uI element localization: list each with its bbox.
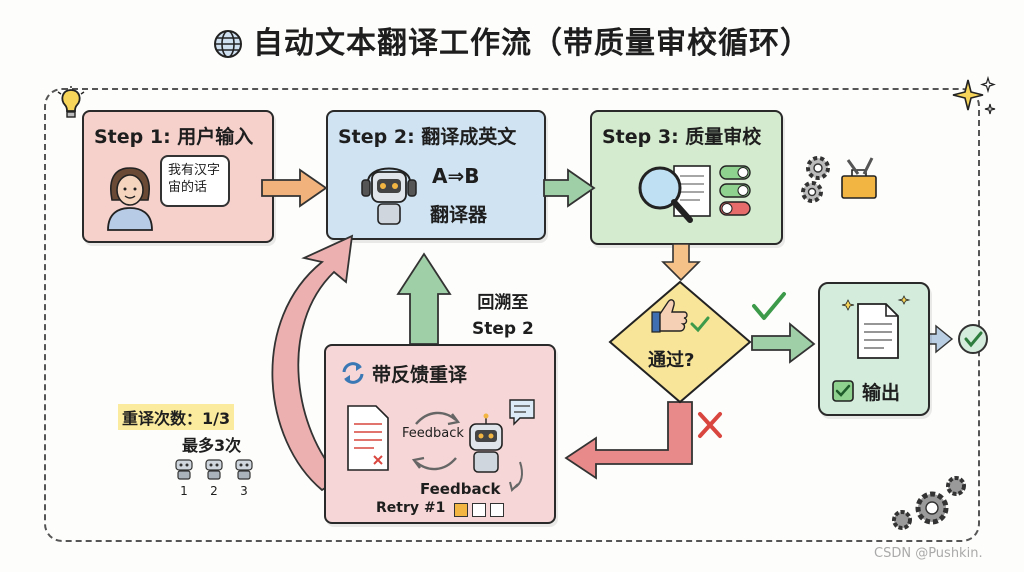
speech-line-1: 我有汉字 bbox=[168, 163, 221, 178]
step1-title: Step 1: 用户输入 bbox=[94, 126, 254, 148]
globe-icon bbox=[213, 29, 243, 67]
retry-bot-number: 2 bbox=[210, 484, 218, 498]
retry-attempt-label: Retry #1 bbox=[376, 500, 446, 516]
retry-with-feedback-card: 带反馈重译 Feedback Feedback Retry #1 bbox=[324, 344, 556, 524]
step3-title: Step 3: 质量审校 bbox=[602, 126, 762, 148]
step2-translate-card: Step 2: 翻译成英文 A⇒B 翻译器 bbox=[326, 110, 546, 240]
gears-icon bbox=[892, 476, 966, 530]
robot-translator-icon bbox=[361, 167, 417, 225]
decision-diamond bbox=[608, 280, 752, 404]
title-text: 自动文本翻译工作流（带质量审校循环） bbox=[253, 26, 811, 61]
retry-max-label: 最多3次 bbox=[182, 436, 242, 455]
feedback-label-top: Feedback bbox=[402, 426, 464, 441]
retry-bot-number: 3 bbox=[240, 484, 248, 498]
magnifier-review-icon bbox=[638, 165, 751, 223]
retry-attempt-boxes bbox=[454, 502, 504, 521]
decision-label: 通过? bbox=[648, 350, 695, 371]
mini-robot-icon bbox=[175, 459, 193, 480]
feedback-label-bottom: Feedback bbox=[420, 480, 501, 498]
retry-bot-3: 3 bbox=[232, 458, 256, 498]
watermark: CSDN @Pushkin. bbox=[874, 546, 983, 561]
retry-count-label: 重译次数：1/3 bbox=[118, 404, 235, 430]
final-check-icon bbox=[958, 324, 988, 354]
lightbulb-icon bbox=[57, 86, 85, 118]
arrow-retry-to-step2 bbox=[396, 252, 452, 345]
chat-bubble-icon bbox=[509, 399, 535, 426]
document-icon bbox=[841, 295, 911, 359]
page-title: 自动文本翻译工作流（带质量审校循环） bbox=[0, 18, 1024, 67]
step2-title: Step 2: 翻译成英文 bbox=[338, 126, 517, 148]
retry-bot-2: 2 bbox=[202, 458, 226, 498]
output-check-icon bbox=[832, 380, 854, 402]
step3-review-card: Step 3: 质量审校 bbox=[590, 110, 783, 245]
robot-reviewer-icon bbox=[469, 413, 503, 473]
gear-toolbox-icon bbox=[801, 156, 877, 203]
speech-bubble: 我有汉字 宙的话 bbox=[160, 155, 230, 207]
backtrack-label: 回溯至 Step 2 bbox=[472, 290, 534, 342]
arrow-decision-to-retry bbox=[564, 401, 693, 480]
fail-x-icon bbox=[698, 412, 722, 438]
user-avatar-icon bbox=[107, 167, 153, 231]
backtrack-line-2: Step 2 bbox=[472, 319, 534, 339]
output-label: 输出 bbox=[862, 382, 901, 404]
workflow-frame bbox=[44, 88, 980, 542]
translator-label: 翻译器 bbox=[430, 204, 488, 226]
output-card: 输出 bbox=[818, 282, 930, 416]
refresh-icon bbox=[342, 362, 364, 384]
feedback-loop-illustration bbox=[347, 399, 535, 492]
sparkle-icon bbox=[952, 75, 996, 115]
arrow-decision-to-output bbox=[751, 322, 816, 364]
mini-robot-icon bbox=[235, 459, 253, 480]
retry-bot-1: 1 bbox=[172, 458, 196, 498]
draft-document-icon bbox=[347, 405, 389, 471]
arrow-step3-to-decision bbox=[661, 243, 701, 282]
arrow-step2-to-step3 bbox=[543, 168, 596, 208]
retry-title: 带反馈重译 bbox=[372, 364, 468, 386]
mini-robot-icon bbox=[205, 459, 223, 480]
retry-bot-number: 1 bbox=[180, 484, 188, 498]
speech-line-2: 宙的话 bbox=[168, 180, 208, 195]
direction-label: A⇒B bbox=[432, 164, 480, 188]
arrow-curved-loop bbox=[271, 234, 354, 492]
backtrack-line-1: 回溯至 bbox=[477, 293, 529, 313]
thumbs-up-icon bbox=[651, 299, 688, 333]
pass-check-icon bbox=[752, 292, 786, 320]
arrow-step1-to-step2 bbox=[261, 168, 328, 208]
